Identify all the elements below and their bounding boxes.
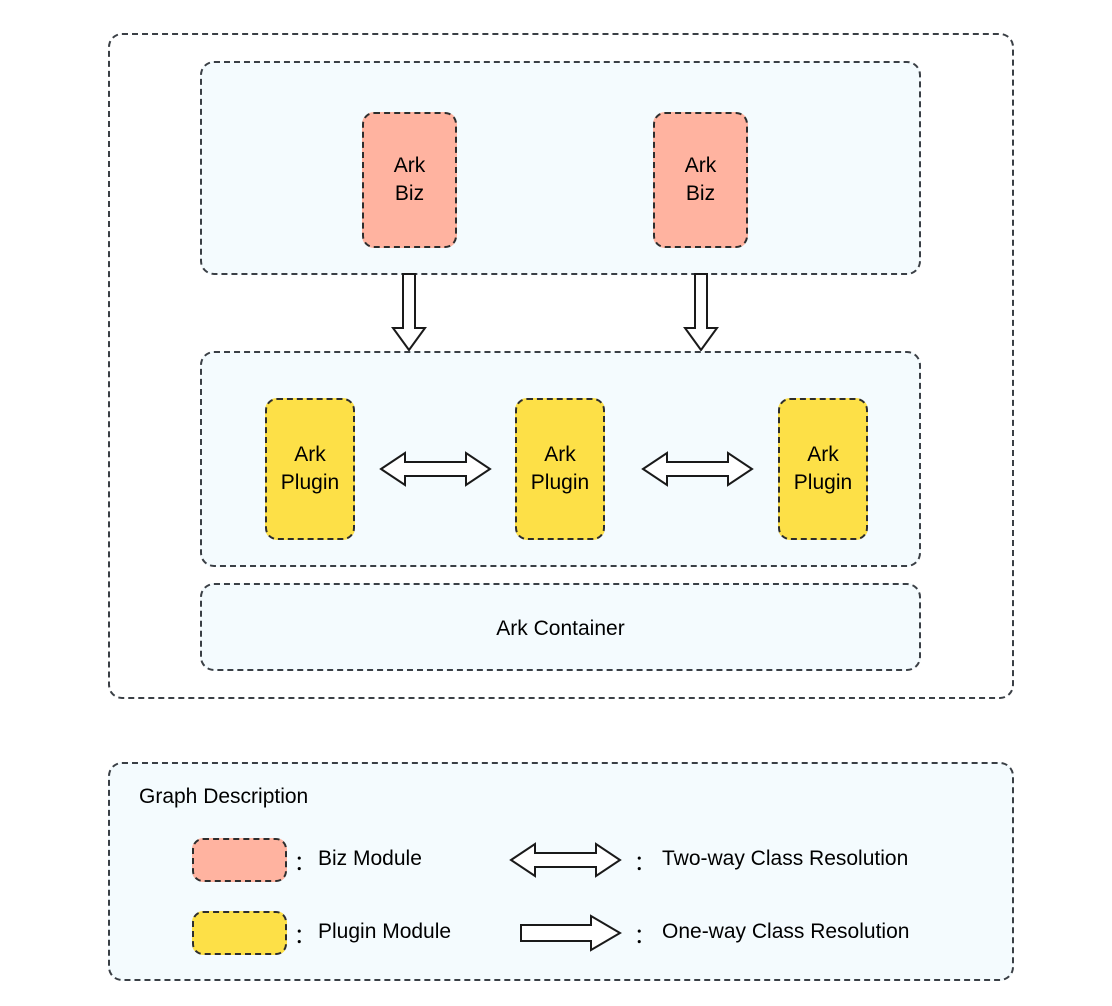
one-way-arrow-biz1-to-plugin xyxy=(388,273,430,352)
ark-biz-module-1[interactable]: Ark Biz xyxy=(362,112,457,248)
ark-plugin-module-2-line2: Plugin xyxy=(530,471,590,494)
ark-plugin-module-2-line1: Ark xyxy=(544,443,576,467)
ark-biz-module-2[interactable]: Ark Biz xyxy=(653,112,748,248)
legend-plugin-swatch xyxy=(192,911,287,955)
ark-plugin-module-3-line1: Ark xyxy=(807,443,839,467)
two-way-arrow-plugin2-plugin3 xyxy=(641,447,754,491)
ark-biz-module-1-line2: Biz xyxy=(394,182,425,205)
ark-plugin-module-2[interactable]: Ark Plugin xyxy=(515,398,605,540)
legend-biz-label: Biz Module xyxy=(318,847,422,870)
biz-layer-panel xyxy=(200,61,921,275)
legend-biz-swatch xyxy=(192,838,287,882)
legend-one-way-separator: ： xyxy=(634,925,655,948)
one-way-arrow-biz2-to-plugin xyxy=(680,273,722,352)
ark-container-label: Ark Container xyxy=(496,617,625,640)
legend-plugin-label: Plugin Module xyxy=(318,920,452,943)
architecture-outer-container xyxy=(108,33,1014,699)
ark-plugin-module-1-line1: Ark xyxy=(294,443,326,467)
ark-container-panel xyxy=(200,583,921,671)
ark-biz-module-1-line1: Ark xyxy=(393,154,426,178)
legend-two-way-separator: ： xyxy=(634,852,655,875)
ark-biz-module-2-line2: Biz xyxy=(685,182,716,205)
ark-plugin-module-3[interactable]: Ark Plugin xyxy=(778,398,868,540)
legend-biz-separator: ： xyxy=(294,852,315,875)
legend-plugin-separator: ： xyxy=(294,925,315,948)
legend-title: Graph Description xyxy=(139,785,309,808)
legend-one-way-label: One-way Class Resolution xyxy=(662,920,910,943)
two-way-arrow-plugin1-plugin2 xyxy=(379,447,492,491)
ark-plugin-module-1-line2: Plugin xyxy=(280,471,340,494)
legend-one-way-arrow xyxy=(519,914,622,952)
legend-two-way-label: Two-way Class Resolution xyxy=(662,847,909,870)
ark-plugin-module-3-line2: Plugin xyxy=(793,471,853,494)
legend-two-way-arrow xyxy=(509,838,622,882)
ark-plugin-module-1[interactable]: Ark Plugin xyxy=(265,398,355,540)
ark-biz-module-2-line1: Ark xyxy=(684,154,717,178)
